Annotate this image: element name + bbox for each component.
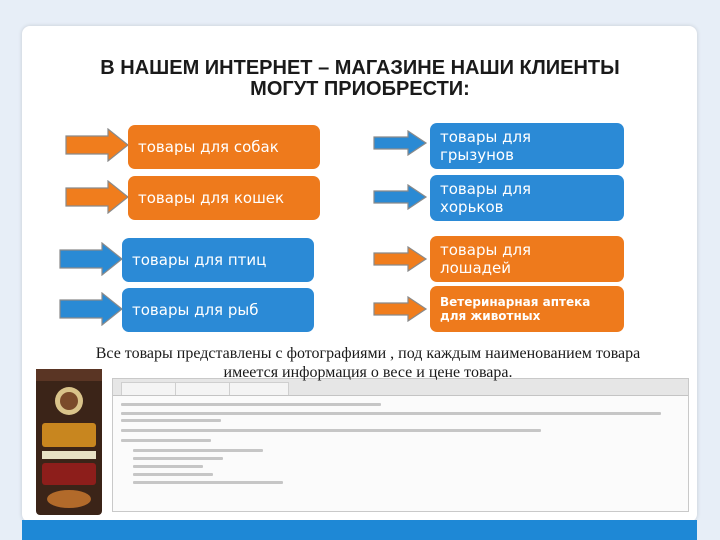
caption: Все товары представлены с фотографиями ,…	[48, 344, 688, 382]
arrow-right-icon	[59, 242, 123, 276]
category-rodents[interactable]: товары для грызунов	[430, 123, 624, 169]
screenshot-text-line	[133, 481, 283, 484]
screenshot-text-line	[121, 419, 221, 422]
category-fish[interactable]: товары для рыб	[122, 288, 314, 332]
screenshot-tab	[175, 382, 235, 395]
category-vet-pharmacy-line-1: Ветеринарная аптека	[440, 295, 591, 309]
category-dogs-label: товары для собак	[138, 138, 279, 156]
category-rodents-line-1: товары для	[440, 128, 532, 146]
screenshot-text-line	[121, 439, 211, 442]
category-birds[interactable]: товары для птиц	[122, 238, 314, 282]
category-horses-line-1: товары для	[440, 241, 532, 259]
caption-line-2: имеется информация о весе и цене товара.	[223, 364, 513, 381]
category-cats[interactable]: товары для кошек	[128, 176, 320, 220]
screenshot-text-line	[121, 429, 541, 432]
website-screenshot	[112, 378, 689, 512]
caption-line-1: Все товары представлены с фотографиями ,…	[95, 345, 641, 362]
product-bag-image	[36, 369, 102, 515]
category-vet-pharmacy[interactable]: Ветеринарная аптека для животных	[430, 286, 624, 332]
page-title: В НАШЕМ ИНТЕРНЕТ – МАГАЗИНЕ НАШИ КЛИЕНТЫ…	[40, 58, 680, 100]
arrow-right-icon	[59, 292, 123, 326]
category-fish-label: товары для рыб	[132, 301, 259, 319]
arrow-right-icon	[373, 296, 428, 322]
category-dogs[interactable]: товары для собак	[128, 125, 320, 169]
category-ferrets-line-1: товары для	[440, 180, 532, 198]
screenshot-tab	[121, 382, 181, 395]
screenshot-text-line	[121, 403, 381, 406]
category-cats-label: товары для кошек	[138, 189, 285, 207]
screenshot-text-line	[121, 412, 661, 415]
screenshot-tab	[229, 382, 289, 395]
title-line-2: МОГУТ ПРИОБРЕСТИ:	[250, 78, 470, 100]
title-line-1: В НАШЕМ ИНТЕРНЕТ – МАГАЗИНЕ НАШИ КЛИЕНТЫ	[100, 57, 620, 79]
screenshot-text-line	[133, 457, 223, 460]
category-vet-pharmacy-line-2: для животных	[440, 309, 541, 323]
category-ferrets-line-2: хорьков	[440, 198, 504, 216]
screenshot-text-line	[133, 449, 263, 452]
arrow-right-icon	[65, 180, 129, 214]
category-birds-label: товары для птиц	[132, 251, 267, 269]
arrow-right-icon	[373, 246, 428, 272]
category-rodents-line-2: грызунов	[440, 146, 514, 164]
arrow-right-icon	[373, 130, 428, 156]
screenshot-text-line	[133, 465, 203, 468]
arrow-right-icon	[373, 184, 428, 210]
category-horses[interactable]: товары для лошадей	[430, 236, 624, 282]
category-horses-line-2: лошадей	[440, 259, 512, 277]
category-ferrets[interactable]: товары для хорьков	[430, 175, 624, 221]
arrow-right-icon	[65, 128, 129, 162]
screenshot-text-line	[133, 473, 213, 476]
screenshot-tab-bar	[113, 379, 688, 396]
bottom-band	[22, 520, 697, 540]
